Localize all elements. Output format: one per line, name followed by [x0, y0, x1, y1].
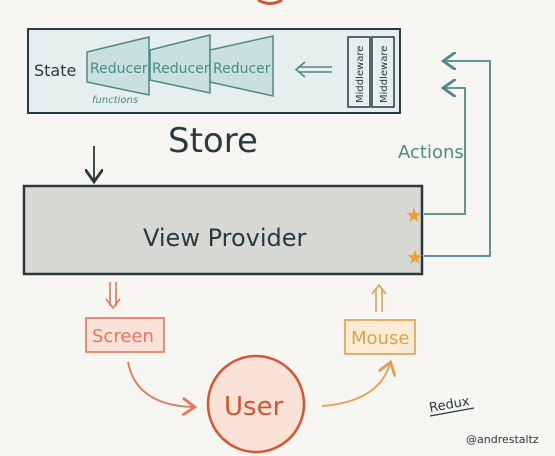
reducer-shape-3 [209, 35, 274, 97]
reducer-label-3: Reducer [213, 61, 271, 77]
functions-label: functions [92, 95, 138, 106]
mouse-to-view-arrow [371, 283, 387, 312]
middleware-label-1: Middleware [355, 46, 366, 103]
middleware-label-2: Middleware [379, 46, 390, 103]
user-label: User [224, 392, 284, 422]
actions-label: Actions [398, 142, 464, 163]
reducer-3: Reducer [209, 35, 274, 97]
reducer-shape-2 [149, 34, 211, 94]
store-title: Store [168, 121, 258, 161]
author-label: @andrestaltz [466, 433, 539, 446]
redux-underline [429, 407, 475, 417]
reducer-label-2: Reducer [152, 61, 210, 77]
mouse-label: Mouse [351, 328, 409, 349]
event-star-1: ★ [405, 203, 423, 227]
screen-label: Screen [92, 326, 154, 347]
user-to-mouse-arrow [321, 364, 390, 407]
top-arc-fragment [257, 0, 283, 5]
action-arrow-inner [424, 88, 466, 215]
action-arrow-outer [424, 61, 491, 257]
reducer-label-1: Reducer [90, 61, 148, 77]
state-label: State [34, 61, 76, 80]
reducer-2: Reducer [149, 34, 211, 94]
middleware-box-2 [371, 36, 395, 108]
reducer-1: Reducer [86, 36, 150, 96]
reducer-shape-1 [86, 36, 150, 96]
screen-box [85, 317, 165, 353]
event-star-2: ★ [406, 245, 424, 269]
user-circle [206, 354, 306, 454]
view-to-screen-arrow [105, 282, 121, 310]
view-provider-box [22, 184, 424, 276]
middleware-box-1 [347, 36, 371, 108]
middleware-to-reducer-arrow [294, 61, 332, 78]
view-provider-label: View Provider [143, 224, 307, 252]
screen-to-user-arrow [127, 361, 193, 407]
mouse-box [344, 319, 416, 355]
